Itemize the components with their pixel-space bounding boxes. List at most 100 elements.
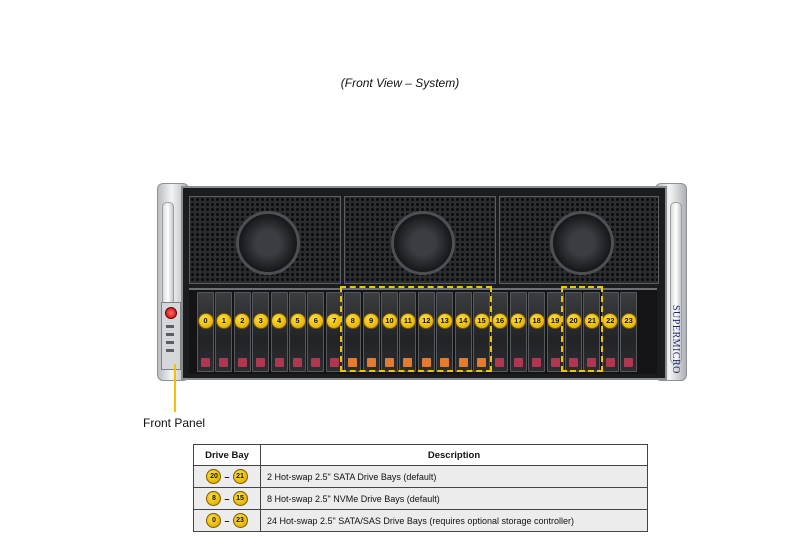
nvme-bays-highlight [340, 286, 493, 372]
fan-module-2 [344, 196, 496, 284]
drive-number-badge: 11 [399, 313, 416, 329]
bay-badge: 20 [206, 469, 222, 484]
front-panel-leader-line [174, 364, 176, 412]
drive-bay-11[interactable] [399, 292, 417, 372]
drive-bay-18[interactable] [528, 292, 546, 372]
drive-number-badge: 15 [473, 313, 490, 329]
drive-latch[interactable] [477, 358, 486, 367]
drive-latch[interactable] [329, 358, 339, 367]
drive-number-badge: 1 [215, 313, 232, 329]
drive-latch[interactable] [201, 358, 210, 367]
fan-rotor-icon [391, 211, 455, 275]
drive-bay-5[interactable] [289, 292, 306, 372]
bay-range: 20–21 [193, 465, 261, 488]
drive-latch[interactable] [348, 358, 358, 367]
right-rack-ear [655, 183, 687, 381]
bay-description: 2 Hot-swap 2.5" SATA Drive Bays (default… [260, 465, 648, 488]
drive-bay-6[interactable] [307, 292, 325, 372]
table-row: 0–23 24 Hot-swap 2.5" SATA/SAS Drive Bay… [193, 509, 648, 532]
drive-latch[interactable] [605, 358, 615, 367]
drive-bay-15[interactable] [473, 292, 490, 372]
drive-number-badge: 20 [565, 313, 582, 329]
bay-description: 8 Hot-swap 2.5" NVMe Drive Bays (default… [260, 487, 648, 510]
drive-number-badge: 17 [510, 313, 527, 329]
drive-number-badge: 18 [528, 313, 545, 329]
drive-bay-19[interactable] [546, 292, 564, 372]
drive-number-badge: 8 [344, 313, 361, 329]
drive-number-badge: 13 [436, 313, 453, 329]
status-led [166, 349, 174, 352]
drive-latch[interactable] [421, 358, 431, 367]
drive-bay-17[interactable] [509, 292, 527, 372]
drive-bay-2[interactable] [233, 292, 251, 372]
drive-latch[interactable] [311, 358, 321, 367]
drive-latch[interactable] [532, 358, 542, 367]
drive-latch[interactable] [550, 358, 560, 367]
drive-number-badge: 12 [418, 313, 435, 329]
bay-badge: 15 [232, 491, 248, 506]
bay-range: 8–15 [193, 487, 261, 510]
right-handle [670, 202, 682, 364]
bay-badge: 8 [206, 491, 222, 506]
table-header-row: Drive Bay Description [193, 444, 648, 466]
drive-latch[interactable] [274, 358, 284, 367]
bay-description: 24 Hot-swap 2.5" SATA/SAS Drive Bays (re… [260, 509, 648, 532]
drive-bay-3[interactable] [252, 292, 270, 372]
drive-bay-4[interactable] [270, 292, 288, 372]
header-description: Description [260, 444, 648, 466]
drive-number-badge: 3 [252, 313, 269, 329]
drive-number-badge: 5 [289, 313, 306, 329]
fan-module-1 [189, 196, 341, 284]
drive-latch[interactable] [403, 358, 413, 367]
drive-number-badge: 10 [381, 313, 398, 329]
status-led [166, 325, 174, 328]
drive-number-badge: 23 [620, 313, 637, 329]
bay-range: 0–23 [193, 509, 261, 532]
range-dash: – [224, 493, 230, 504]
drive-latch[interactable] [219, 358, 229, 367]
power-button[interactable] [165, 307, 177, 319]
drive-latch[interactable] [624, 358, 634, 367]
drive-latch[interactable] [458, 358, 468, 367]
range-dash: – [224, 515, 230, 526]
drive-bay-14[interactable] [454, 292, 472, 372]
range-dash: – [224, 471, 230, 482]
drive-number-badge: 4 [271, 313, 288, 329]
front-panel-label: Front Panel [143, 416, 206, 430]
drive-number-badge: 2 [234, 313, 251, 329]
figure-caption: (Front View – System) [340, 76, 460, 90]
drive-number-badge: 14 [455, 313, 472, 329]
drive-latch[interactable] [513, 358, 523, 367]
brand-logo: SUPERMICRO [670, 304, 681, 374]
drive-bay-21[interactable] [583, 292, 601, 372]
drive-latch[interactable] [293, 358, 302, 367]
drive-bay-23[interactable] [620, 292, 638, 372]
sata-bays-highlight [561, 286, 603, 372]
drive-number-badge: 21 [583, 313, 600, 329]
drive-latch[interactable] [495, 358, 505, 367]
fan-rotor-icon [236, 211, 300, 275]
drive-bay-1[interactable] [215, 292, 233, 372]
status-led [166, 333, 174, 336]
drive-latch[interactable] [385, 358, 394, 367]
drive-bay-7[interactable] [325, 292, 343, 372]
drive-bay-table: Drive Bay Description 20–21 2 Hot-swap 2… [193, 444, 648, 532]
drive-bay-10[interactable] [381, 292, 398, 372]
drive-latch[interactable] [256, 358, 266, 367]
drive-latch[interactable] [587, 358, 597, 367]
fan-module-3 [499, 196, 659, 284]
drive-number-badge: 0 [197, 313, 214, 329]
drive-latch[interactable] [237, 358, 247, 367]
drive-bay-0[interactable] [197, 292, 214, 372]
drive-bay-22[interactable] [601, 292, 619, 372]
bay-badge: 0 [206, 513, 222, 528]
fan-rotor-icon [550, 211, 614, 275]
drive-latch[interactable] [366, 358, 376, 367]
drive-bay-16[interactable] [491, 292, 509, 372]
front-control-panel [161, 302, 181, 370]
drive-latch[interactable] [440, 358, 450, 367]
drive-latch[interactable] [569, 358, 578, 367]
drive-number-badge: 9 [363, 313, 380, 329]
